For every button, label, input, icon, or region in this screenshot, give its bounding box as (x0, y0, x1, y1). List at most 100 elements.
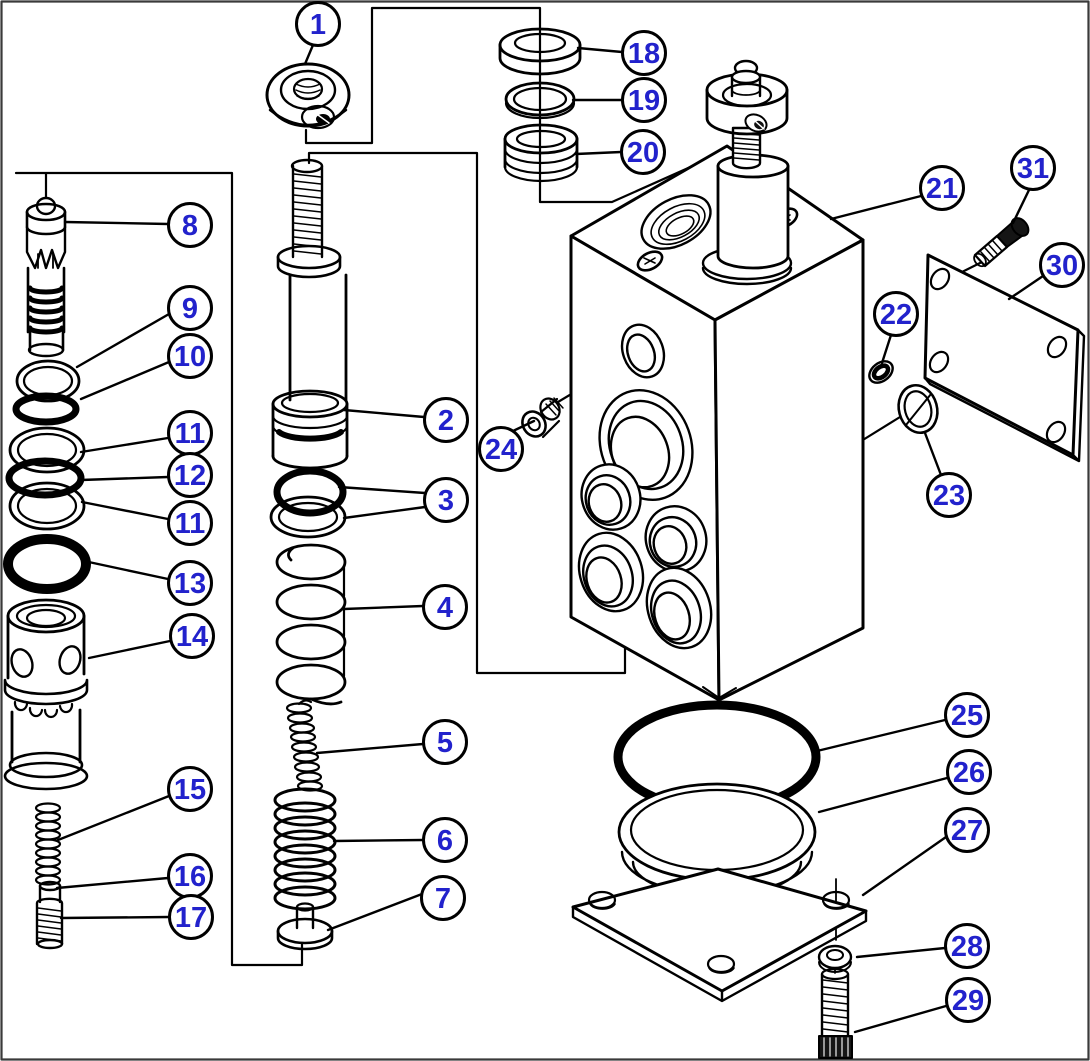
callout-21: 21 (919, 165, 965, 211)
part-11-backup-ring-upper (8, 426, 86, 474)
ring23-attach-line (856, 415, 902, 445)
port-ring-bottom-right (645, 566, 713, 650)
part-21-valve-body (569, 59, 865, 702)
callout-circle-20 (620, 129, 666, 175)
callout-circle-6 (422, 817, 468, 863)
callout-17: 17 (168, 894, 214, 940)
callout-number-24: 24 (485, 434, 517, 466)
part-11-backup-ring-lower (8, 481, 86, 531)
callout-28: 28 (944, 923, 990, 969)
callout-24: 24 (478, 426, 524, 472)
callout-number-7: 7 (435, 883, 451, 915)
callout-leader-9 (75, 312, 171, 369)
callout-circle-17 (168, 894, 214, 940)
callout-2: 2 (423, 397, 469, 443)
body-bottom-notch (702, 686, 737, 699)
callout-circle-4 (422, 584, 468, 630)
part-13-o-ring (3, 534, 91, 594)
callout-15: 15 (167, 766, 213, 812)
callout-leader-27 (861, 835, 948, 897)
body-right-face (713, 238, 865, 702)
callout-number-25: 25 (951, 700, 983, 732)
callout-leader-6 (332, 838, 425, 843)
callout-26: 26 (946, 749, 992, 795)
callout-leader-24 (511, 419, 536, 433)
callout-leader-8 (63, 220, 170, 226)
callout-number-31: 31 (1017, 153, 1049, 185)
callout-number-12: 12 (174, 460, 206, 492)
collar-clamp-screw (300, 104, 336, 130)
callout-number-16: 16 (174, 861, 206, 893)
part-19-ring (504, 81, 576, 120)
callout-10: 10 (167, 333, 213, 379)
callout-number-10: 10 (174, 341, 206, 373)
assembly-line-middle-group (307, 151, 627, 675)
callout-number-8: 8 (182, 210, 198, 242)
callout-circle-22 (873, 291, 919, 337)
callout-4: 4 (422, 584, 468, 630)
stem-assembly (701, 59, 793, 286)
callout-circle-18 (621, 30, 667, 76)
callout-leader-1 (303, 43, 315, 66)
callout-number-5: 5 (437, 727, 453, 759)
callout-3: 3 (423, 477, 469, 523)
part-4-spring-large (275, 543, 347, 706)
callout-number-19: 19 (628, 85, 660, 117)
callout-circle-30 (1039, 242, 1085, 288)
callout-25: 25 (944, 692, 990, 738)
callout-leader-7 (326, 892, 424, 932)
callout-number-11: 11 (175, 418, 206, 450)
port-ring-mid-left (580, 463, 642, 531)
callout-31: 31 (1010, 145, 1056, 191)
part-6-spring-dense (273, 787, 337, 911)
callout-leader-23 (923, 431, 943, 477)
part-30-cover-plate (923, 253, 1086, 463)
callout-number-11: 11 (175, 508, 206, 540)
callout-leader-10 (79, 360, 171, 401)
callout-number-1: 1 (310, 9, 326, 41)
part-8-spool (25, 196, 67, 358)
callout-circle-1 (295, 1, 341, 47)
callout-leader-3 (337, 485, 427, 495)
callout-12: 12 (167, 452, 213, 498)
callout-leader-20 (574, 150, 623, 156)
callout-circle-26 (946, 749, 992, 795)
callout-leader-15 (56, 794, 171, 842)
callout-leader-2 (342, 408, 426, 419)
callout-number-23: 23 (933, 480, 965, 512)
callout-7: 7 (420, 875, 466, 921)
callout-number-22: 22 (880, 299, 912, 331)
callout-leader-28 (855, 946, 947, 959)
top-threaded-port (640, 194, 712, 250)
callout-number-9: 9 (182, 293, 198, 325)
part-10-o-ring (12, 392, 80, 426)
part-2-piston-stem (271, 158, 349, 470)
callout-number-20: 20 (627, 137, 659, 169)
part-15-spring (34, 802, 62, 886)
callout-circle-2 (423, 397, 469, 443)
callout-circle-27 (944, 807, 990, 853)
port-boss-small (620, 323, 666, 379)
callout-leader-31 (1011, 188, 1031, 225)
port-ring-bottom-left (577, 531, 645, 613)
callout-leader-14 (87, 639, 172, 660)
callout-number-6: 6 (437, 825, 453, 857)
callout-layer: 1234567891011121113141516171819202122232… (55, 1, 1085, 1034)
part-23-seal-ring (897, 384, 939, 434)
callout-leader-25 (815, 718, 947, 753)
part-31-bolt (973, 217, 1030, 268)
callout-leader-5 (315, 742, 425, 755)
callout-circle-14 (169, 613, 215, 659)
callout-1: 1 (295, 1, 341, 47)
callout-number-29: 29 (952, 985, 984, 1017)
callout-leader-4 (342, 604, 425, 611)
callout-leader-18 (576, 46, 624, 54)
callout-number-30: 30 (1046, 250, 1078, 282)
callout-circle-24 (478, 426, 524, 472)
callout-number-4: 4 (437, 592, 453, 624)
part-17-plug-screw (35, 897, 64, 950)
callout-circle-7 (420, 875, 466, 921)
callout-number-17: 17 (175, 902, 207, 934)
